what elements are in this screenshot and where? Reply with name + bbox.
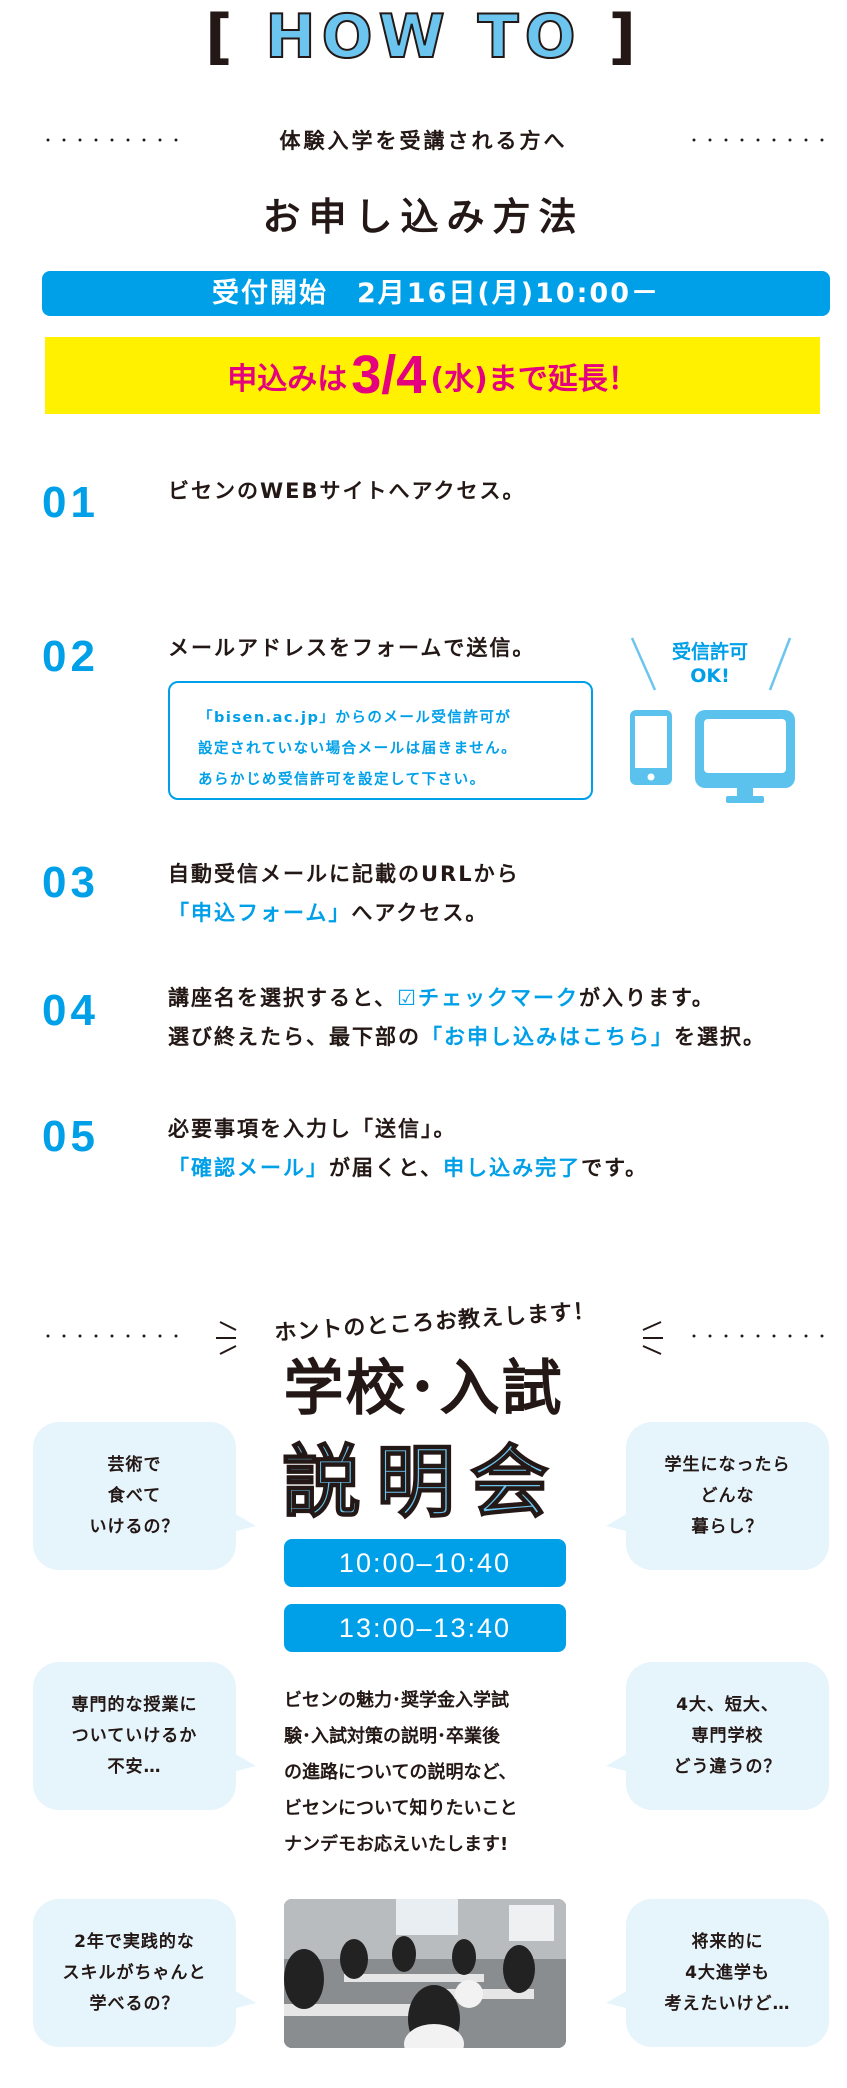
step-text: 「申込フォーム」へアクセス。 bbox=[168, 897, 488, 927]
question-bubble: 学生になったらどんな暮らし？ bbox=[606, 1422, 829, 1570]
step-number: 05 bbox=[42, 1112, 99, 1161]
classroom-photo bbox=[284, 1899, 566, 2048]
badge-line: 受信許可 bbox=[671, 641, 748, 663]
question-bubble: 専門的な授業についていけるか不安… bbox=[33, 1662, 256, 1810]
confirm-mail-highlight: 「確認メール」 bbox=[168, 1156, 329, 1180]
bubble-line: ついていけるか bbox=[71, 1725, 198, 1746]
bubble-line: 将来的に bbox=[691, 1931, 764, 1952]
description-line: 験･入試対策の説明･卒業後 bbox=[284, 1726, 500, 1747]
step-text: ビセンのWEBサイトへアクセス。 bbox=[168, 479, 526, 503]
checkmark-highlight: チェックマーク bbox=[418, 986, 579, 1010]
note-line: 設定されていない場合メールは届きません。 bbox=[198, 741, 518, 757]
note-line: 「bisen.ac.jp」からのメール受信許可が bbox=[198, 710, 512, 726]
bubble-line: 2年で実践的な bbox=[74, 1931, 195, 1952]
description-line: ナンデモお応えいたします! bbox=[284, 1834, 509, 1855]
apply-title: お申し込み方法 bbox=[262, 195, 585, 239]
question-bubble: 2年で実践的なスキルがちゃんと学べるの？ bbox=[33, 1899, 256, 2047]
step-text: メールアドレスをフォームで送信。 bbox=[168, 636, 536, 660]
step-number: 03 bbox=[42, 858, 99, 907]
how-to-heading: [ HOW TO ] bbox=[0, 1, 847, 73]
apply-form-highlight: 「申込フォーム」 bbox=[168, 901, 352, 925]
apply-subtitle: 体験入学を受講される方へ bbox=[279, 129, 568, 153]
step-text-part: が入ります。 bbox=[579, 986, 715, 1010]
bubble-line: 学生になったら bbox=[664, 1454, 791, 1475]
devices-icon bbox=[630, 637, 795, 803]
bubble-line: 不安… bbox=[107, 1756, 162, 1777]
description-line: ビセンの魅力･奨学金入学試 bbox=[284, 1690, 509, 1711]
step-text-rest: へアクセス。 bbox=[351, 901, 489, 925]
step-text: 「確認メール」が届くと、申し込み完了です。 bbox=[168, 1152, 648, 1182]
sparkle-lines-icon bbox=[216, 1321, 237, 1355]
ray-icon bbox=[768, 637, 792, 691]
bubble-line: 芸術で bbox=[107, 1454, 162, 1475]
bubble-line: いけるの？ bbox=[89, 1516, 180, 1537]
session-time: 10:00–10:40 bbox=[284, 1539, 566, 1587]
bubble-line: スキルがちゃんと bbox=[62, 1962, 207, 1983]
mail-permission-note: 「bisen.ac.jp」からのメール受信許可が 設定されていない場合メールは届… bbox=[168, 681, 593, 800]
briefing-title: 学校･入試 bbox=[283, 1354, 564, 1424]
bubble-line: 食べて bbox=[107, 1485, 162, 1506]
apply-here-highlight: 「お申し込みはこちら」 bbox=[421, 1025, 674, 1049]
step-text: 講座名を選択すると、☑チェックマークが入ります。 bbox=[168, 982, 715, 1012]
bubble-line: 学べるの？ bbox=[89, 1993, 180, 2014]
bubble-line: 考えたいけど… bbox=[664, 1993, 791, 2014]
description-line: の進路についての説明など、 bbox=[284, 1762, 517, 1783]
step-text-part: が届くと、 bbox=[329, 1156, 444, 1180]
bubble-line: 暮らし？ bbox=[691, 1516, 764, 1537]
bracket-left: [ bbox=[205, 2, 239, 72]
step-number: 01 bbox=[42, 478, 99, 527]
dotted-divider bbox=[40, 138, 190, 142]
bubble-line: 4大進学も bbox=[685, 1962, 770, 1983]
classroom-illustration bbox=[284, 1899, 566, 2048]
note-line: あらかじめ受信許可を設定して下さい。 bbox=[198, 772, 486, 788]
deadline-date: 3/4 bbox=[351, 345, 427, 405]
dotted-divider bbox=[686, 138, 836, 142]
smartphone-icon bbox=[630, 710, 672, 785]
badge-line: OK! bbox=[690, 665, 730, 687]
sparkle-lines-icon bbox=[642, 1321, 663, 1355]
step-text: 必要事項を入力し「送信」。 bbox=[168, 1117, 457, 1141]
complete-highlight: 申し込み完了 bbox=[443, 1156, 582, 1180]
description-line: ビセンについて知りたいこと bbox=[284, 1798, 518, 1819]
step-text: 選び終えたら、最下部の「お申し込みはこちら」を選択。 bbox=[168, 1021, 766, 1051]
bubble-line: 専門的な授業に bbox=[71, 1694, 198, 1715]
step-text-part: を選択。 bbox=[674, 1025, 766, 1049]
step-number: 04 bbox=[42, 986, 99, 1035]
question-bubble: 4大、短大、専門学校どう違うの？ bbox=[606, 1662, 829, 1810]
bubble-line: どう違うの？ bbox=[673, 1756, 782, 1777]
dotted-divider bbox=[686, 1334, 836, 1338]
question-bubble: 将来的に 4大進学も考えたいけど… bbox=[606, 1899, 829, 2047]
how-to-title: HOW TO bbox=[264, 1, 582, 73]
step-text-part: です。 bbox=[581, 1156, 649, 1180]
deadline-prefix: 申込みは bbox=[227, 362, 348, 397]
question-bubble: 芸術で食べていけるの？ bbox=[33, 1422, 256, 1570]
ray-icon bbox=[630, 637, 657, 691]
session-time: 13:00–13:40 bbox=[284, 1604, 566, 1652]
deadline-banner: 申込みは3/4(水)まで延長！ bbox=[45, 337, 820, 414]
start-date-bar: 受付開始 2月16日(月)10:00－ bbox=[42, 271, 830, 316]
step-number: 02 bbox=[42, 632, 99, 681]
step-text-part: 講座名を選択すると、 bbox=[168, 986, 398, 1010]
bubble-line: どんな bbox=[700, 1485, 755, 1506]
bubble-line: 4大、短大、 bbox=[676, 1694, 779, 1715]
briefing-title-highlight: 説明会 bbox=[281, 1437, 565, 1529]
dotted-divider bbox=[40, 1334, 190, 1338]
bracket-right: ] bbox=[608, 2, 642, 72]
checkbox-icon: ☑ bbox=[397, 986, 418, 1010]
deadline-suffix: (水)まで延長！ bbox=[430, 362, 638, 397]
step-text-part: 選び終えたら、最下部の bbox=[168, 1025, 421, 1049]
briefing-description: ビセンの魅力･奨学金入学試 験･入試対策の説明･卒業後 の進路についての説明など… bbox=[284, 1683, 574, 1863]
monitor-icon bbox=[695, 710, 795, 803]
step-text: 自動受信メールに記載のURLから bbox=[168, 862, 520, 886]
bubble-line: 専門学校 bbox=[691, 1725, 764, 1746]
